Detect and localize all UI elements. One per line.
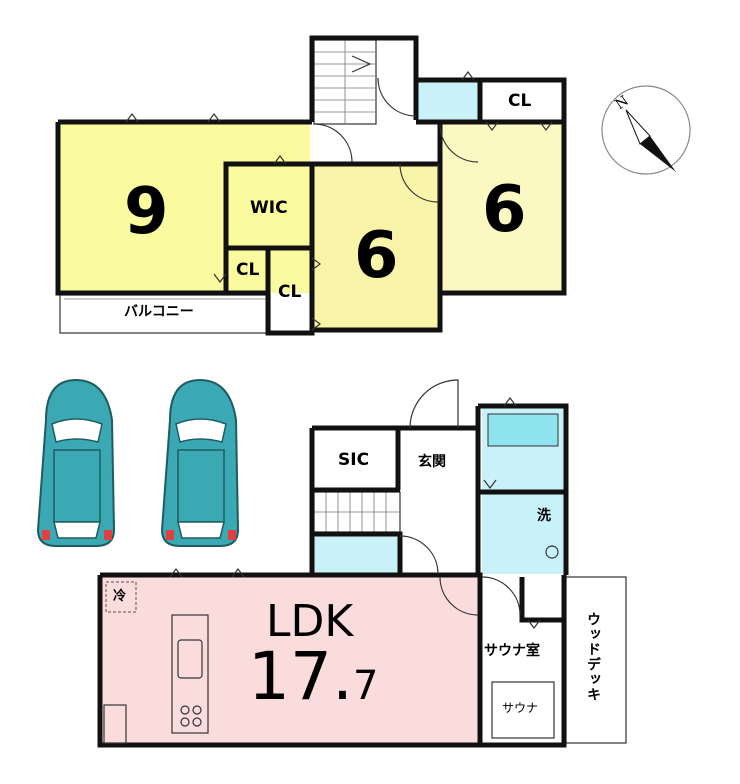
wood-deck-label: ウッドデッキ xyxy=(585,612,601,702)
ldk-label: LDK xyxy=(266,596,354,647)
washroom-label: 洗 xyxy=(537,508,551,524)
bedroom-east-label: 6 xyxy=(482,173,527,247)
car-right xyxy=(160,378,240,547)
second-floor xyxy=(55,35,567,336)
washroom-fill xyxy=(482,494,564,574)
bedroom-center-fill xyxy=(312,164,438,330)
bedroom-east-fill xyxy=(440,122,564,292)
wic-label: WIC xyxy=(250,198,288,218)
ldk-fill xyxy=(102,577,478,743)
compass-needle xyxy=(640,136,676,172)
sauna-label: サウナ xyxy=(502,701,539,715)
kitchen-counter xyxy=(171,614,209,734)
first-floor xyxy=(97,379,627,748)
sauna-room-label: サウナ室 xyxy=(484,643,540,659)
fridge-label: 冷 xyxy=(113,589,127,604)
sauna-box xyxy=(491,681,555,739)
ldk-size-label: 17.7 xyxy=(248,644,378,710)
entrance-label: 玄関 xyxy=(418,454,446,470)
ldk-size-dec: 7 xyxy=(352,663,379,709)
sic-label: SIC xyxy=(338,450,370,470)
compass xyxy=(601,85,691,175)
closet-label-a: CL xyxy=(236,260,260,280)
balcony-label: バルコニー xyxy=(124,304,194,320)
ldk-size-int: 17. xyxy=(248,638,353,715)
fridge-outline xyxy=(105,581,137,613)
toilet-1f-fill xyxy=(314,536,398,574)
closet-label-b: CL xyxy=(278,282,302,302)
closet-label-c: CL xyxy=(508,91,532,111)
bedroom-west-label: 9 xyxy=(124,175,169,249)
car-left xyxy=(36,378,116,547)
bedroom-center-label: 6 xyxy=(354,219,399,293)
toilet-2f-fill xyxy=(416,80,480,120)
